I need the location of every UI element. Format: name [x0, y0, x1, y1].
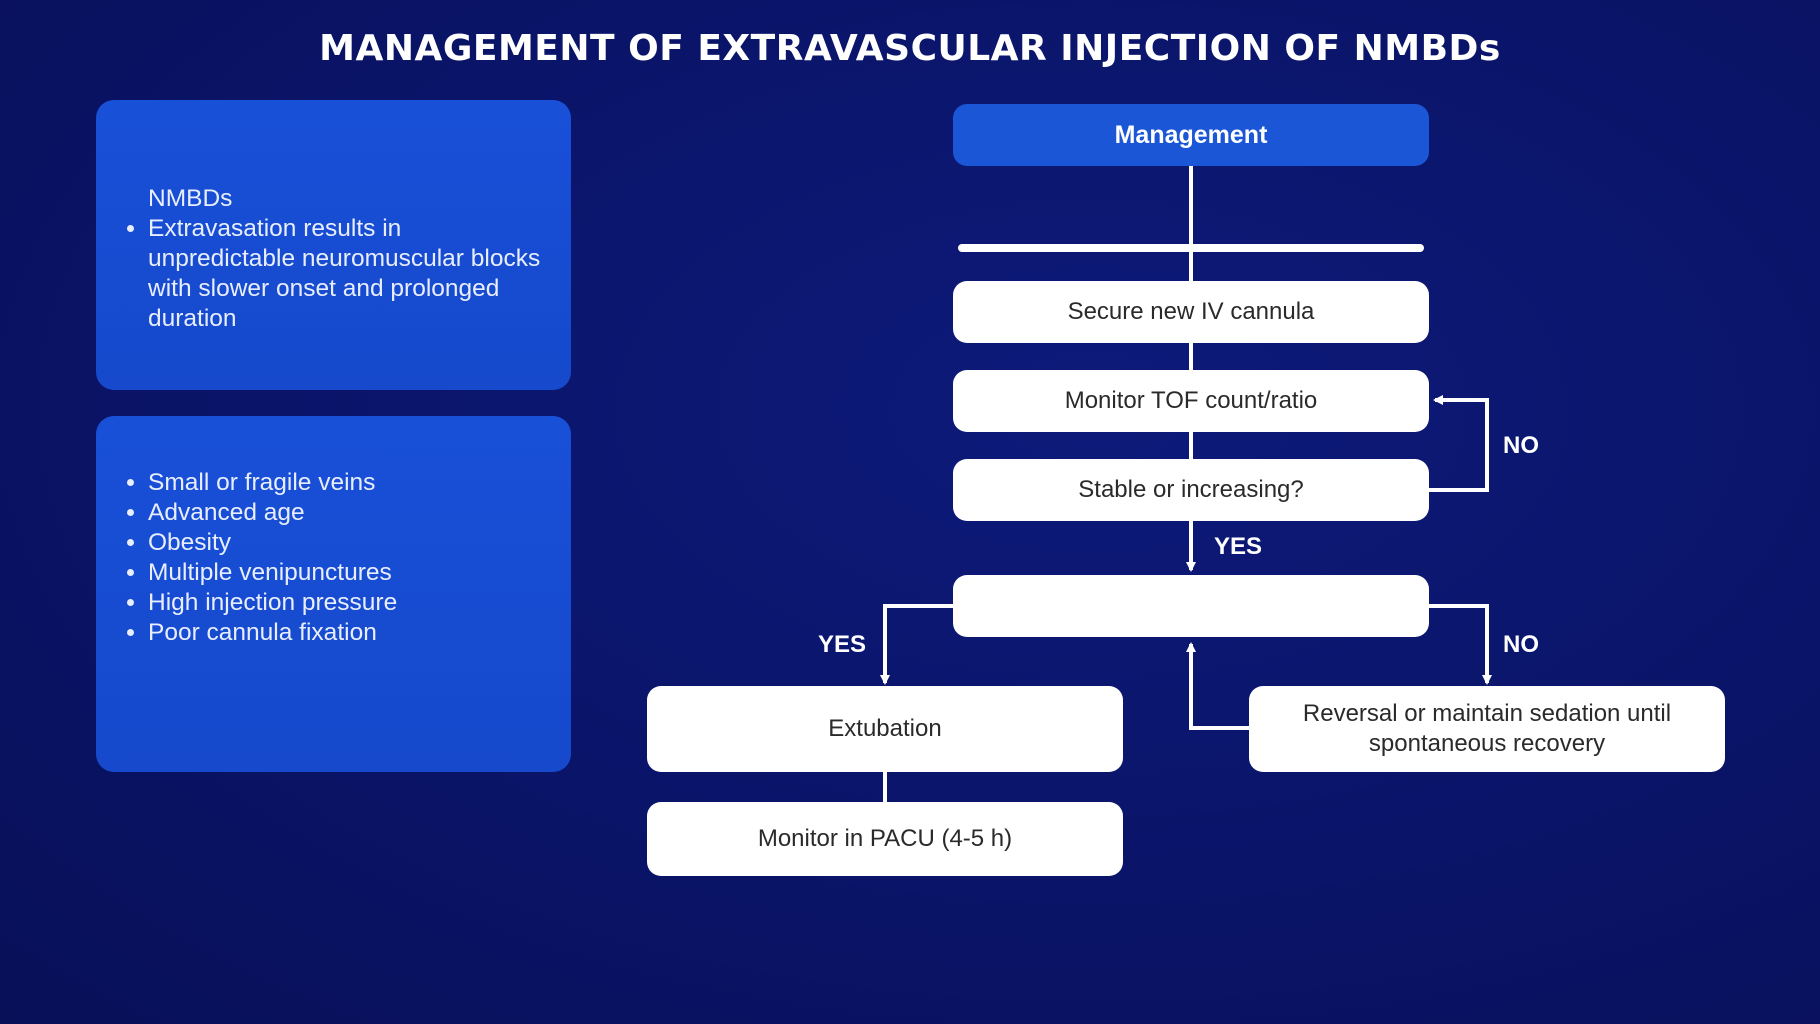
step-extubation: Extubation: [647, 686, 1123, 772]
step-reversal-or-sedation: Reversal or maintain sedation until spon…: [1249, 686, 1725, 772]
label-no-loop: NO: [1503, 432, 1539, 459]
list-item: High injection pressure: [148, 588, 541, 618]
step-monitor-pacu: Monitor in PACU (4-5 h): [647, 802, 1123, 876]
management-header: Management: [953, 104, 1429, 166]
risk-factor-bullet-list: Small or fragile veins Advanced age Obes…: [120, 468, 541, 648]
list-item: Advanced age: [148, 498, 541, 528]
label-no-right: NO: [1503, 631, 1539, 658]
step-decision: [953, 575, 1429, 637]
info-panel-overview: NMBDs Extravasation results in unpredict…: [96, 100, 571, 390]
list-item: Extravasation results in unpredictable n…: [148, 214, 541, 334]
connector-decision-to-extubation: [880, 604, 953, 685]
label-yes-down: YES: [1214, 533, 1263, 560]
list-item: Small or fragile veins: [148, 468, 541, 498]
info-panel-risk-factors: Small or fragile veins Advanced age Obes…: [96, 416, 571, 772]
list-item: Obesity: [148, 528, 541, 558]
connector-no-loop: [1429, 395, 1489, 492]
connector-decision-to-reversal: [1429, 604, 1492, 685]
step-monitor-tof: Monitor TOF count/ratio: [953, 370, 1429, 432]
step-stable-or-increasing: Stable or increasing?: [953, 459, 1429, 521]
list-item: NMBDs: [148, 185, 233, 212]
list-item: Poor cannula fixation: [148, 618, 541, 648]
overview-bullet-list: NMBDs Extravasation results in unpredict…: [120, 184, 541, 334]
step-secure-iv-cannula: Secure new IV cannula: [953, 281, 1429, 343]
page-title: MANAGEMENT OF EXTRAVASCULAR INJECTION OF…: [319, 28, 1501, 69]
list-item: Multiple venipunctures: [148, 558, 541, 588]
connector-reversal-to-decision: [1186, 642, 1249, 730]
label-yes-left: YES: [818, 631, 867, 658]
